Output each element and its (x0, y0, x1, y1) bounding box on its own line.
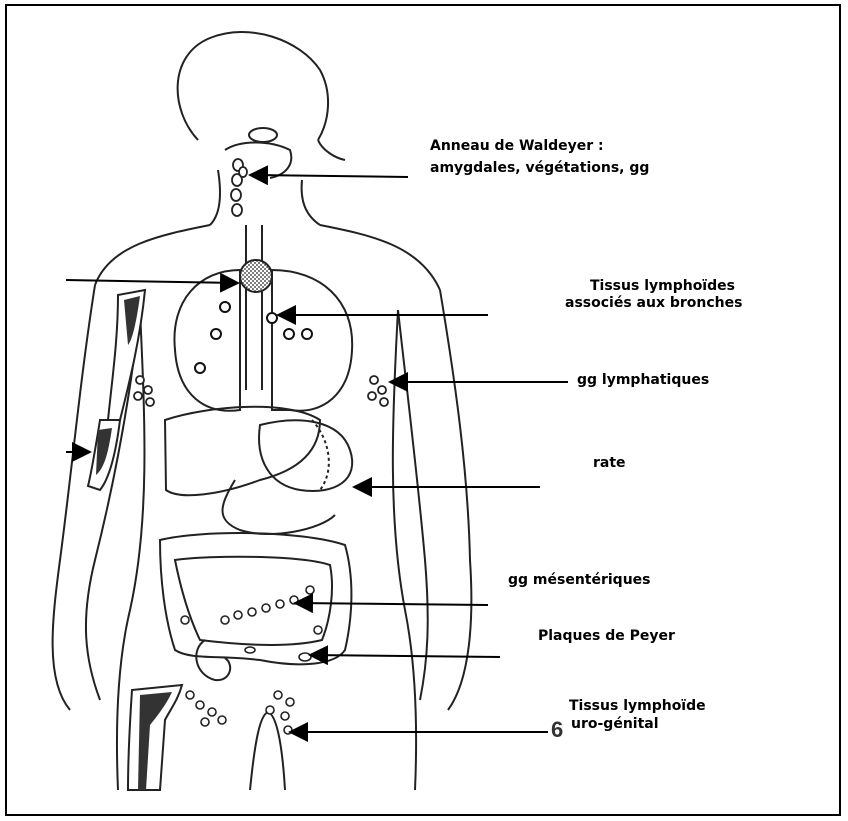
cervical-nodes (231, 159, 247, 216)
label-waldeyer-2: amygdales, végétations, gg (430, 160, 649, 177)
mesenteric-nodes (181, 586, 322, 634)
bronchial-tissue-dots (195, 302, 312, 373)
label-peyer: Plaques de Peyer (538, 628, 675, 645)
label-rate: rate (593, 455, 626, 472)
femur-bone (128, 685, 182, 790)
label-uro-2: uro-génital (571, 716, 659, 733)
label-waldeyer-1: Anneau de Waldeyer : (430, 138, 604, 155)
label-bronches-1: Tissus lymphoïdes (590, 278, 735, 295)
label-gg-lymphatiques: gg lymphatiques (577, 372, 709, 389)
figure-number: 6 (551, 717, 563, 743)
thymus (240, 260, 272, 292)
label-bronches-2: associés aux bronches (565, 295, 742, 312)
pointer-arrows (66, 175, 568, 732)
label-gg-mesenteriques: gg mésentériques (508, 572, 651, 589)
label-uro-1: Tissus lymphoïde (569, 698, 706, 715)
